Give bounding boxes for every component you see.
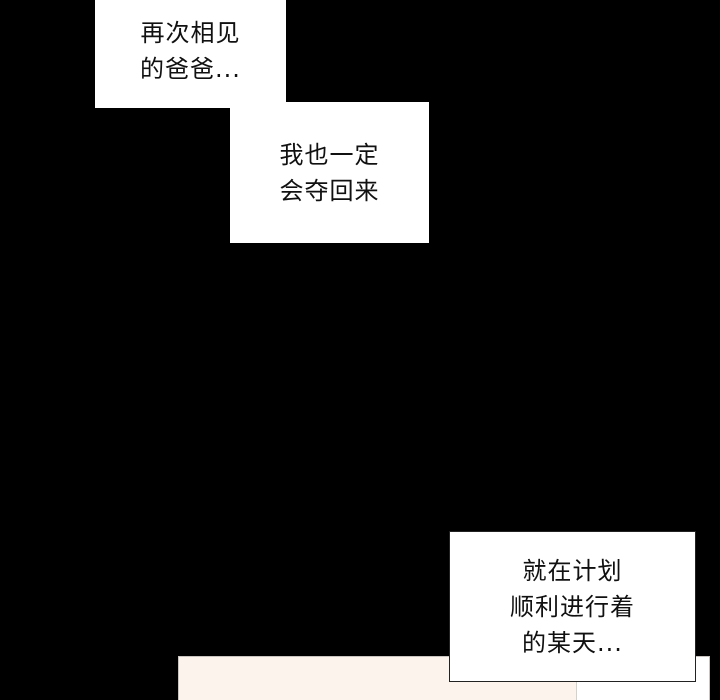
caption-box-reunion: 再次相见 的爸爸... (95, 0, 286, 108)
caption-box-take-back: 我也一定 会夺回来 (230, 102, 429, 243)
caption-text: 我也一定 会夺回来 (279, 140, 380, 205)
caption-text: 再次相见 的爸爸... (140, 19, 241, 83)
caption-box-one-day: 就在计划 顺利进行着 的某天... (449, 531, 696, 682)
caption-text: 就在计划 顺利进行着 的某天... (510, 556, 635, 657)
